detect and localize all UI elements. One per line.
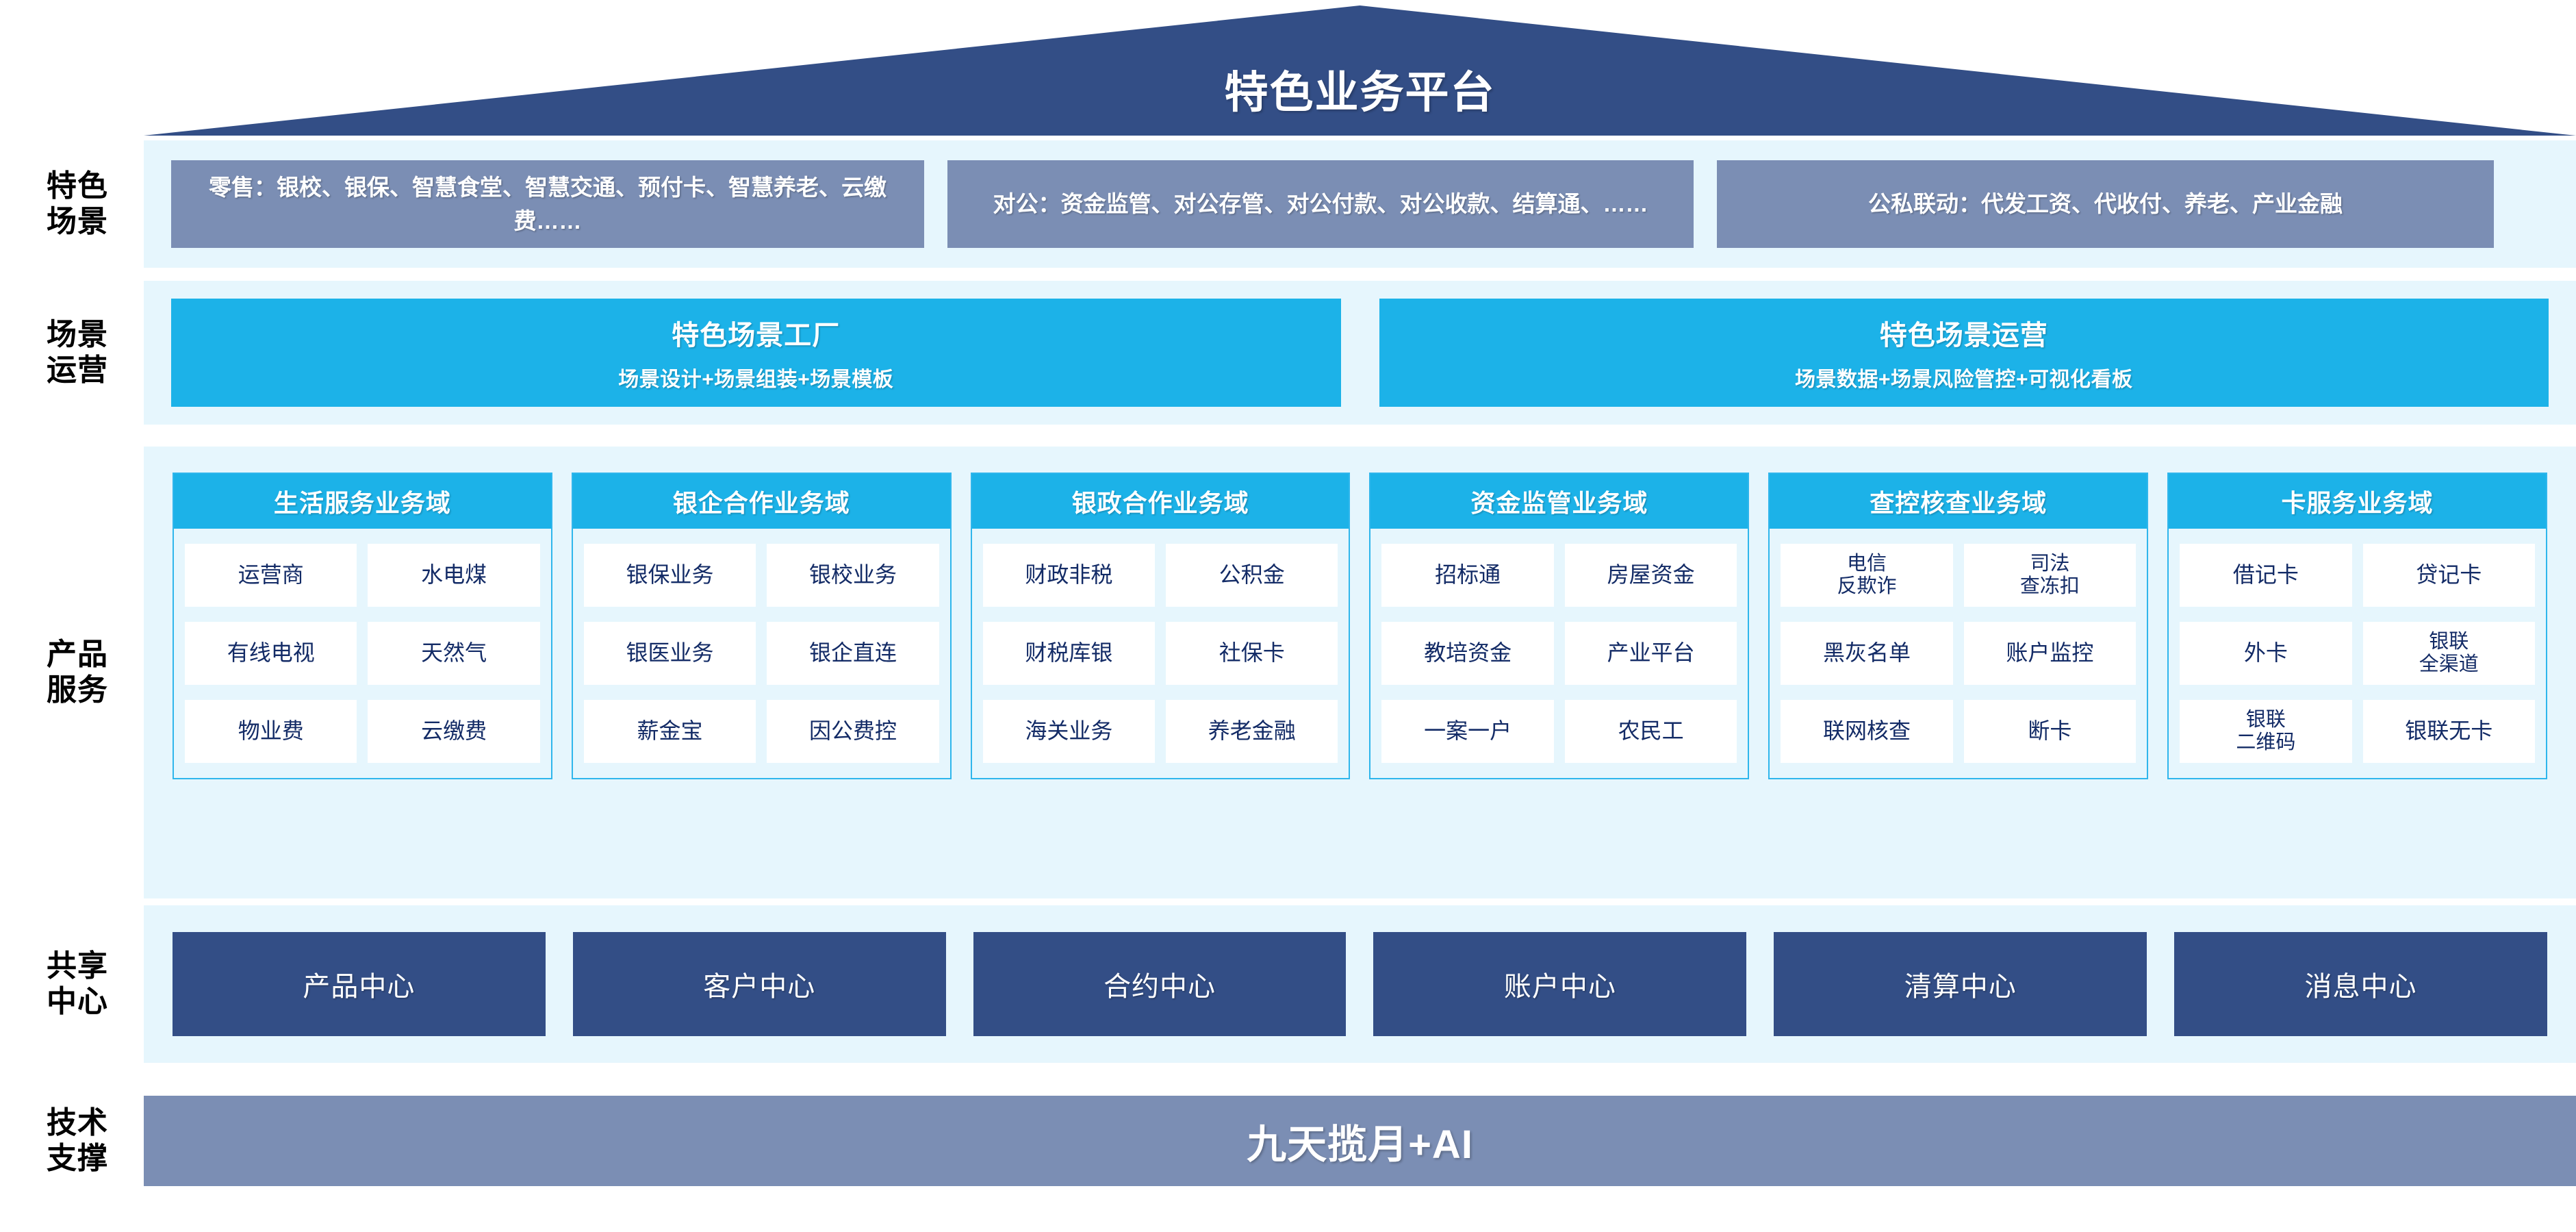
operations-row: 特色场景工厂 场景设计+场景组装+场景模板 特色场景运营 场景数据+场景风险管控…: [144, 281, 2576, 425]
shared-center-box[interactable]: 清算中心: [1774, 932, 2147, 1036]
product-item[interactable]: 银校业务: [767, 544, 939, 607]
product-item[interactable]: 贷记卡: [2362, 544, 2535, 607]
product-domain-column: 银企合作业务域银保业务银校业务银医业务银企直连薪金宝因公费控: [571, 473, 952, 779]
row-label-line2: 支撑: [47, 1142, 108, 1175]
row-label-line1: 技术: [47, 1106, 108, 1140]
product-item[interactable]: 银企直连: [767, 622, 939, 685]
product-domain-title: 银企合作业务域: [572, 474, 950, 529]
product-item[interactable]: 招标通: [1381, 544, 1554, 607]
row-label-scenario: 特色 场景: [12, 140, 142, 268]
product-domain-column: 查控核查业务域电信 反欺诈司法 查冻扣黑灰名单账户监控联网核查断卡: [1768, 473, 2149, 779]
product-item[interactable]: 财政非税: [982, 544, 1156, 607]
row-label-operations: 场景 运营: [12, 281, 142, 425]
row-label-line2: 运营: [47, 353, 108, 387]
product-item-grid: 财政非税公积金财税库银社保卡海关业务养老金融: [972, 529, 1349, 778]
product-item[interactable]: 农民工: [1564, 700, 1737, 763]
shared-band-background: [144, 905, 2576, 1063]
product-item[interactable]: 联网核查: [1781, 700, 1953, 763]
shared-center-box[interactable]: 产品中心: [173, 932, 546, 1036]
scenario-box-corporate[interactable]: 对公：资金监管、对公存管、对公付款、对公收款、结算通、……: [947, 160, 1694, 248]
product-item[interactable]: 水电煤: [368, 544, 540, 607]
product-item[interactable]: 物业费: [185, 700, 357, 763]
product-item[interactable]: 公积金: [1166, 544, 1338, 607]
product-domain-column: 卡服务业务域借记卡贷记卡外卡银联 全渠道银联 二维码银联无卡: [2167, 473, 2547, 779]
shared-center-row: 产品中心客户中心合约中心账户中心清算中心消息中心: [144, 905, 2576, 1063]
product-item[interactable]: 教培资金: [1381, 622, 1554, 685]
product-item[interactable]: 因公费控: [767, 700, 939, 763]
product-domain-title: 资金监管业务域: [1370, 474, 1748, 529]
shared-center-box[interactable]: 客户中心: [572, 932, 946, 1036]
product-item[interactable]: 财税库银: [982, 622, 1156, 685]
product-item[interactable]: 黑灰名单: [1781, 622, 1953, 685]
operations-title: 特色场景运营: [1879, 320, 2048, 351]
page-title: 特色业务平台: [1224, 68, 1496, 117]
operations-box-scene-factory[interactable]: 特色场景工厂 场景设计+场景组装+场景模板: [171, 299, 1341, 407]
row-label-line1: 场景: [47, 318, 108, 352]
row-label-line2: 中心: [47, 985, 108, 1018]
product-item[interactable]: 银联无卡: [2362, 700, 2535, 763]
product-item-grid: 运营商水电煤有线电视天然气物业费云缴费: [174, 529, 551, 778]
product-item-grid: 银保业务银校业务银医业务银企直连薪金宝因公费控: [573, 529, 950, 778]
shared-center-box[interactable]: 账户中心: [1373, 932, 1747, 1036]
scenario-box-retail[interactable]: 零售：银校、银保、智慧食堂、智慧交通、预付卡、智慧养老、云缴费……: [171, 160, 924, 248]
row-label-shared-center: 共享 中心: [12, 905, 142, 1063]
product-item[interactable]: 断卡: [1963, 700, 2137, 763]
product-domain-row: 生活服务业务域运营商水电煤有线电视天然气物业费云缴费银企合作业务域银保业务银校业…: [144, 447, 2576, 898]
product-domain-title: 生活服务业务域: [174, 474, 551, 529]
shared-center-box[interactable]: 消息中心: [2174, 932, 2547, 1036]
row-label-tech-support: 技术 支撑: [12, 1096, 142, 1186]
product-domain-title: 银政合作业务域: [971, 474, 1349, 529]
operations-box-scene-operation[interactable]: 特色场景运营 场景数据+场景风险管控+可视化看板: [1379, 299, 2549, 407]
row-label-line2: 服务: [47, 673, 108, 707]
product-item[interactable]: 外卡: [2180, 622, 2352, 685]
product-item[interactable]: 一案一户: [1381, 700, 1554, 763]
scenario-box-public-private[interactable]: 公私联动：代发工资、代收付、养老、产业金融: [1717, 160, 2494, 248]
product-item-grid: 电信 反欺诈司法 查冻扣黑灰名单账户监控联网核查断卡: [1770, 529, 2147, 778]
product-domain-column: 生活服务业务域运营商水电煤有线电视天然气物业费云缴费: [173, 473, 552, 779]
product-domain-title: 查控核查业务域: [1770, 474, 2147, 529]
row-label-line1: 共享: [47, 949, 108, 983]
product-item-grid: 借记卡贷记卡外卡银联 全渠道银联 二维码银联无卡: [2169, 529, 2546, 778]
shared-center-box[interactable]: 合约中心: [973, 932, 1347, 1036]
product-item[interactable]: 借记卡: [2180, 544, 2352, 607]
operations-subtitle: 场景数据+场景风险管控+可视化看板: [1794, 368, 2133, 391]
product-item[interactable]: 账户监控: [1963, 622, 2137, 685]
row-label-line1: 产品: [47, 638, 108, 672]
product-item[interactable]: 养老金融: [1166, 700, 1338, 763]
product-item[interactable]: 银联 全渠道: [2362, 622, 2535, 685]
product-item[interactable]: 银保业务: [583, 544, 756, 607]
product-item[interactable]: 产业平台: [1564, 622, 1737, 685]
product-item-grid: 招标通房屋资金教培资金产业平台一案一户农民工: [1370, 529, 1748, 778]
product-item[interactable]: 银医业务: [583, 622, 756, 685]
row-label-product-service: 产品 服务: [12, 447, 142, 898]
row-label-line2: 场景: [47, 205, 108, 238]
operations-subtitle: 场景设计+场景组装+场景模板: [618, 368, 894, 391]
product-item[interactable]: 司法 查冻扣: [1963, 544, 2137, 607]
scenario-row: 零售：银校、银保、智慧食堂、智慧交通、预付卡、智慧养老、云缴费…… 对公：资金监…: [144, 140, 2576, 268]
product-item[interactable]: 云缴费: [368, 700, 540, 763]
product-item[interactable]: 薪金宝: [583, 700, 756, 763]
product-domain-column: 银政合作业务域财政非税公积金财税库银社保卡海关业务养老金融: [970, 473, 1351, 779]
product-item[interactable]: 社保卡: [1166, 622, 1338, 685]
product-item[interactable]: 银联 二维码: [2180, 700, 2352, 763]
row-label-line1: 特色: [47, 169, 108, 203]
product-item[interactable]: 海关业务: [982, 700, 1156, 763]
product-item[interactable]: 房屋资金: [1564, 544, 1737, 607]
operations-title: 特色场景工厂: [672, 320, 841, 351]
tech-support-bar[interactable]: 九天揽月+AI: [144, 1096, 2576, 1186]
product-item[interactable]: 电信 反欺诈: [1781, 544, 1953, 607]
product-item[interactable]: 运营商: [185, 544, 357, 607]
product-domain-title: 卡服务业务域: [2169, 474, 2546, 529]
product-domain-column: 资金监管业务域招标通房屋资金教培资金产业平台一案一户农民工: [1369, 473, 1750, 779]
product-item[interactable]: 天然气: [368, 622, 540, 685]
product-item[interactable]: 有线电视: [185, 622, 357, 685]
